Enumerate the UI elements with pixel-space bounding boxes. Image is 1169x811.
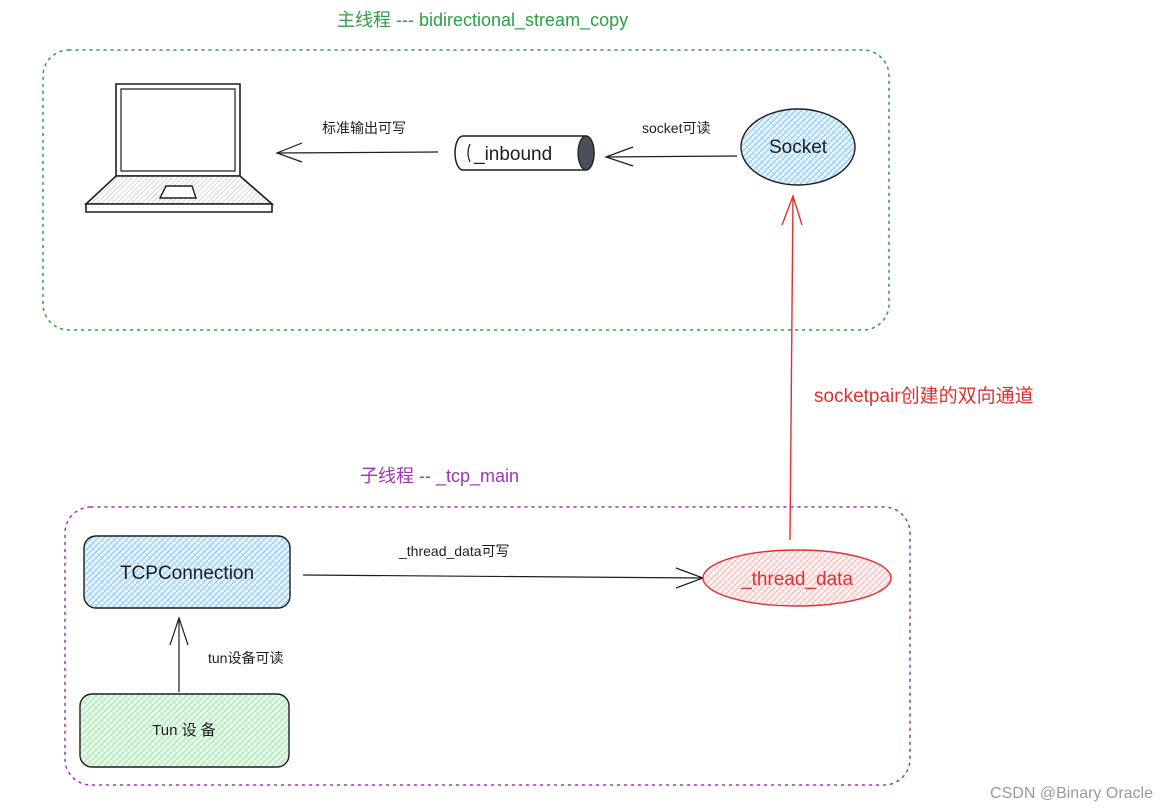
socket-readable-label: socket可读 [642,120,710,136]
laptop-icon [83,83,275,213]
tun-readable-label: tun设备可读 [208,650,283,666]
socketpair-label: socketpair创建的双向通道 [814,385,1034,407]
arrow-inbound-to-laptop [275,142,439,163]
tun-device-label: Tun 设 备 [152,722,216,739]
socket-label: Socket [769,137,828,158]
inbound-label: _inbound [473,144,552,165]
socketpair-arrow [781,193,803,541]
tun-device-node: Tun 设 备 [79,693,290,768]
sub-thread-group-border [64,506,911,786]
arrow-socket-to-inbound [604,146,738,167]
arrow-tun-to-tcp [169,616,189,692]
tcp-connection-node: TCPConnection [83,535,291,609]
inbound-buffer: _inbound [454,135,595,171]
stdout-writable-label: 标准输出可写 [322,120,406,136]
main-thread-group-border [42,49,890,331]
thread-data-label: _thread_data [740,569,853,590]
thread-data-writable-label: _thread_data可写 [398,543,510,559]
main-thread-title: 主线程 --- bidirectional_stream_copy [337,10,628,31]
socket-node: Socket [740,108,856,186]
sub-thread-title: 子线程 -- _tcp_main [360,466,519,487]
watermark: CSDN @Binary Oracle [990,785,1153,802]
thread-data-node: _thread_data [702,549,892,607]
arrow-tcp-to-thread-data [302,567,705,589]
tcp-connection-label: TCPConnection [120,563,254,584]
